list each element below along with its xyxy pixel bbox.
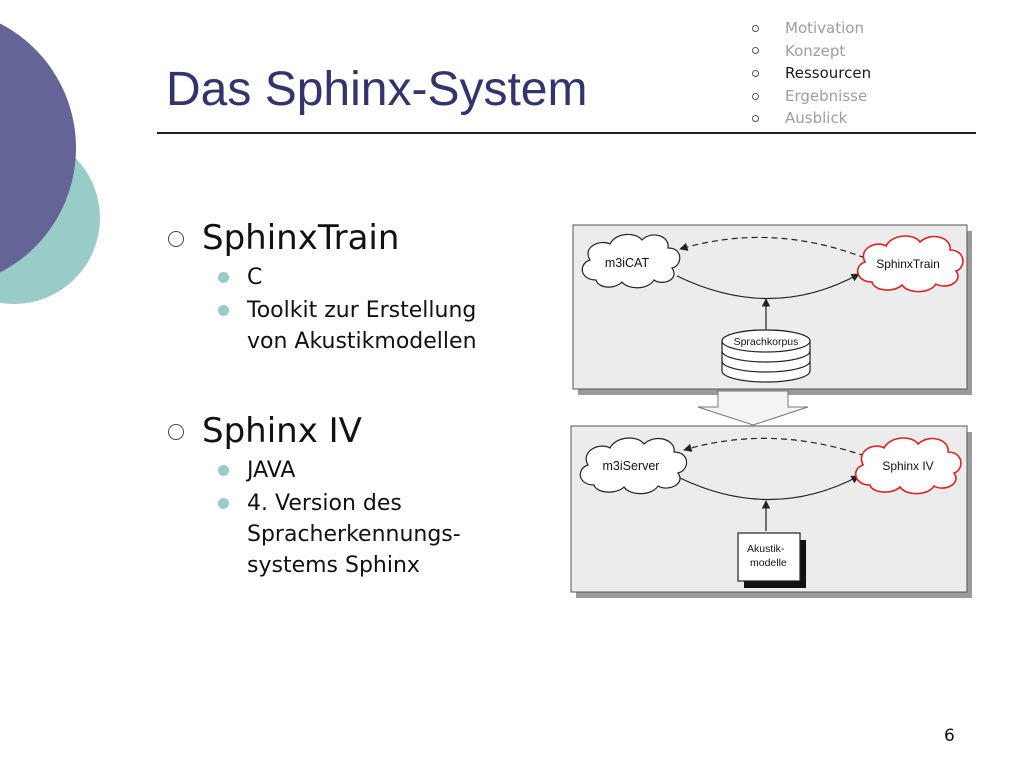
list-item: JAVA bbox=[165, 455, 565, 486]
cloud-shape bbox=[581, 233, 681, 289]
down-arrow-icon bbox=[697, 390, 809, 426]
dashed-arrow-bottom bbox=[683, 437, 866, 457]
architecture-diagram: m3iCAT SphinxTrain Sprachkorpus m3iServe… bbox=[570, 222, 974, 604]
dot-bullet-icon bbox=[218, 465, 229, 476]
section-navigation: Motivation Konzept Ressourcen Ergebnisse… bbox=[752, 17, 871, 130]
list-item-text: C bbox=[247, 265, 263, 290]
dot-bullet-icon bbox=[218, 272, 229, 283]
database-label: Sprachkorpus bbox=[734, 336, 799, 348]
nav-item-ressourcen[interactable]: Ressourcen bbox=[752, 62, 871, 85]
nav-item-ausblick[interactable]: Ausblick bbox=[752, 107, 871, 130]
cloud-label-m3iserver: m3iServer bbox=[603, 459, 660, 473]
nav-item-label: Ressourcen bbox=[785, 64, 872, 83]
nav-item-motivation[interactable]: Motivation bbox=[752, 17, 871, 40]
cloud-label-sphinxtrain: SphinxTrain bbox=[876, 257, 940, 271]
cloud-label-sphinx-iv: Sphinx IV bbox=[882, 459, 933, 473]
sub-bullet-list: JAVA 4. Version des Spracherkennungs- sy… bbox=[165, 455, 565, 581]
circle-bullet-icon bbox=[752, 69, 759, 77]
cloud-shape bbox=[854, 437, 962, 495]
dot-bullet-icon bbox=[218, 498, 229, 509]
cloud-shape bbox=[856, 235, 964, 293]
list-item: C bbox=[165, 262, 565, 293]
list-item: 4. Version des Spracherkennungs- systems… bbox=[165, 488, 565, 581]
nav-item-konzept[interactable]: Konzept bbox=[752, 40, 871, 63]
purple-circle-decoration bbox=[0, 23, 76, 273]
section-heading-sphinxtrain: SphinxTrain bbox=[165, 216, 565, 260]
nav-item-label: Konzept bbox=[785, 41, 846, 60]
dot-bullet-icon bbox=[218, 305, 229, 316]
nav-item-label: Ergebnisse bbox=[785, 86, 868, 105]
section-heading-label: SphinxTrain bbox=[202, 218, 400, 258]
decorative-circles bbox=[0, 23, 100, 304]
database-icon bbox=[721, 329, 811, 383]
nav-item-label: Motivation bbox=[785, 19, 864, 37]
page-number: 6 bbox=[944, 726, 955, 746]
section-heading-label: Sphinx IV bbox=[202, 411, 362, 451]
circle-bullet-icon bbox=[168, 424, 184, 440]
list-item-text: von Akustikmodellen bbox=[247, 329, 477, 354]
cloud-label-m3icat: m3iCAT bbox=[605, 256, 650, 270]
sub-bullet-list: C Toolkit zur Erstellung von Akustikmode… bbox=[165, 262, 565, 357]
list-item-text: Toolkit zur Erstellung bbox=[247, 298, 477, 323]
solid-arrow-bottom bbox=[679, 475, 860, 501]
section-heading-sphinx-iv: Sphinx IV bbox=[165, 409, 565, 453]
circle-bullet-icon bbox=[752, 92, 759, 100]
circle-bullet-icon bbox=[168, 231, 184, 247]
document-label-line: modelle bbox=[750, 557, 787, 569]
circle-bullet-icon bbox=[752, 47, 759, 55]
list-item-text: JAVA bbox=[247, 458, 296, 483]
bullet-content: SphinxTrain C Toolkit zur Erstellung von… bbox=[165, 216, 565, 581]
nav-item-label: Ausblick bbox=[785, 109, 848, 128]
dashed-arrow-top bbox=[679, 236, 866, 259]
circle-bullet-icon bbox=[752, 115, 759, 123]
circle-bullet-icon bbox=[752, 24, 759, 32]
list-item: Toolkit zur Erstellung von Akustikmodell… bbox=[165, 295, 565, 357]
document-icon bbox=[737, 532, 806, 588]
title-divider bbox=[157, 132, 976, 134]
list-item-text: Spracherkennungs- bbox=[247, 522, 461, 547]
list-item-text: systems Sphinx bbox=[247, 553, 420, 578]
nav-item-ergebnisse[interactable]: Ergebnisse bbox=[752, 85, 871, 108]
document-label-line: Akustik- bbox=[747, 543, 785, 555]
cloud-shape bbox=[579, 437, 688, 495]
list-item-text: 4. Version des bbox=[247, 491, 402, 516]
page-title: Das Sphinx-System bbox=[166, 63, 588, 116]
